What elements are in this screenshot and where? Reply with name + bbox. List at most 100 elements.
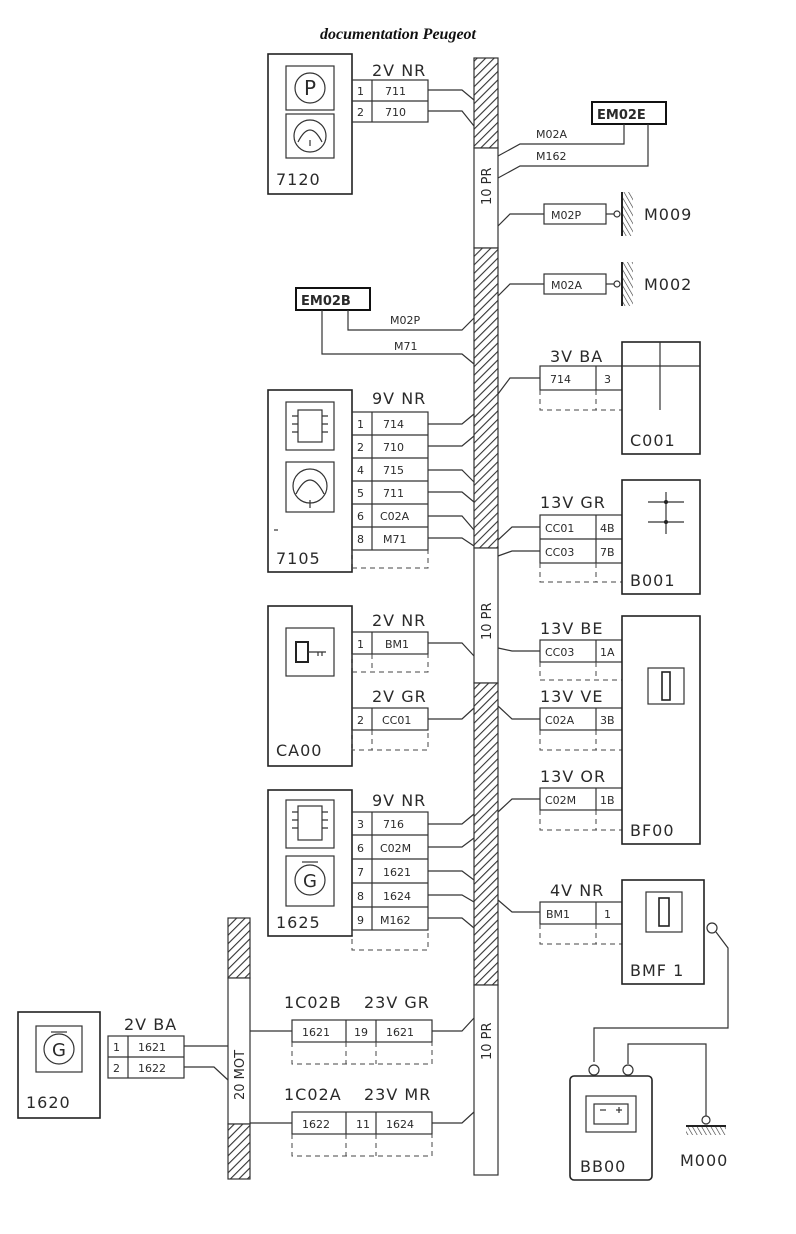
pin-number: 3 bbox=[604, 373, 611, 386]
component-id: BF00 bbox=[630, 821, 675, 840]
main-harness-label-top: 10 PR bbox=[480, 167, 495, 205]
component-id: BB00 bbox=[580, 1157, 626, 1176]
component-id: M002 bbox=[644, 275, 692, 294]
component-id: M000 bbox=[680, 1151, 728, 1170]
pin-number: 2 bbox=[113, 1062, 120, 1075]
generator-icon: G bbox=[303, 871, 317, 892]
wire-number: M162 bbox=[380, 914, 411, 927]
main-harness-label-mid: 10 PR bbox=[480, 602, 495, 640]
connector-label: 13V BE bbox=[540, 619, 603, 638]
wire-number: C02M bbox=[380, 842, 411, 855]
pin-number: 1 bbox=[357, 85, 364, 98]
wire-number: 1621 bbox=[302, 1026, 330, 1039]
component-7120: P 7120 2V NR 1 711 2 710 bbox=[267, 53, 475, 195]
wire-number: 1621 bbox=[386, 1026, 414, 1039]
component-id: 7120 bbox=[276, 170, 321, 189]
pin-number: 1 bbox=[113, 1041, 120, 1054]
connector-label: 13V VE bbox=[540, 687, 603, 706]
switch-icon bbox=[664, 520, 668, 524]
connector-label: 2V NR bbox=[372, 61, 426, 80]
component-c001: 3V BA 714 3 C001 bbox=[497, 341, 701, 455]
wire-number: 711 bbox=[383, 487, 404, 500]
connector-label: 23V GR bbox=[364, 993, 430, 1012]
component-b001: 13V GR CC01 4B CC03 7B B001 bbox=[497, 479, 701, 595]
battery-icon bbox=[593, 1103, 629, 1125]
pin-number: 5 bbox=[357, 487, 364, 500]
component-ca00: CA00 2V NR 1 BM1 2V GR 2 CC01 bbox=[267, 605, 475, 767]
wire-number: 1621 bbox=[138, 1041, 166, 1054]
wire-number: C02A bbox=[380, 510, 410, 523]
component-em02b: EM02B M02P M71 bbox=[295, 287, 475, 365]
main-harness-label-bottom: 10 PR bbox=[480, 1022, 495, 1060]
pin-number: 9 bbox=[357, 914, 364, 927]
mot-harness-label: 20 MOT bbox=[233, 1050, 248, 1100]
wire-number: 1622 bbox=[138, 1062, 166, 1075]
wire-number: CC01 bbox=[545, 522, 574, 535]
wire-label: M02P bbox=[551, 209, 581, 222]
fuse-icon bbox=[658, 897, 670, 927]
ecu-chip-icon bbox=[292, 811, 328, 829]
pin-number: 7 bbox=[357, 866, 364, 879]
wire-number: 710 bbox=[385, 106, 406, 119]
pin-number: 1 bbox=[357, 418, 364, 431]
key-icon bbox=[308, 651, 326, 656]
connector-id: 1C02A bbox=[284, 1085, 342, 1104]
pin-number: 19 bbox=[354, 1026, 368, 1039]
component-id: 7105 bbox=[276, 549, 321, 568]
document-title: documentation Peugeot bbox=[320, 26, 476, 43]
wire-label: M02A bbox=[551, 279, 582, 292]
wire-number: BM1 bbox=[546, 908, 570, 921]
component-id: C001 bbox=[630, 431, 676, 450]
connector-label: 9V NR bbox=[372, 389, 426, 408]
gauge-icon bbox=[295, 479, 325, 495]
component-id: BMF 1 bbox=[630, 961, 684, 980]
wire-number: BM1 bbox=[385, 638, 409, 651]
component-id: CA00 bbox=[276, 741, 322, 760]
component-id: EM02E bbox=[597, 108, 646, 123]
wire-number: CC03 bbox=[545, 646, 574, 659]
wire-number: M71 bbox=[383, 533, 407, 546]
ground-m002: M02A M002 bbox=[497, 262, 692, 306]
wire-number: C02M bbox=[545, 794, 576, 807]
pin-number: 6 bbox=[357, 842, 364, 855]
wire-number: 716 bbox=[383, 818, 404, 831]
connector-1c02b: 1C02B 23V GR 1621 19 1621 bbox=[250, 993, 475, 1065]
connector-label: 2V NR bbox=[372, 611, 426, 630]
pin-number: 4 bbox=[357, 464, 364, 477]
wire-label: M162 bbox=[536, 150, 567, 163]
component-1620: G 1620 2V BA 1 1621 2 1622 bbox=[17, 1011, 229, 1119]
wire-label: M02P bbox=[390, 314, 420, 327]
pin-number: 6 bbox=[357, 510, 364, 523]
wire-label: M02A bbox=[536, 128, 567, 141]
connector-label: 2V BA bbox=[124, 1015, 177, 1034]
wire-number: 710 bbox=[383, 441, 404, 454]
pin-number: 3 bbox=[357, 818, 364, 831]
component-id: M009 bbox=[644, 205, 692, 224]
pin-number: 11 bbox=[356, 1118, 370, 1131]
pin-number: 2 bbox=[357, 106, 364, 119]
pin-number: 2 bbox=[357, 714, 364, 727]
mot-harness: 20 MOT bbox=[227, 917, 251, 1180]
fuse-icon bbox=[661, 671, 671, 701]
connector-1c02a: 1C02A 23V MR 1622 11 1624 bbox=[250, 1085, 475, 1157]
pin-number: 3B bbox=[600, 714, 615, 727]
component-id: B001 bbox=[630, 571, 676, 590]
connector-label: 13V OR bbox=[540, 767, 606, 786]
connector-label: 23V MR bbox=[364, 1085, 431, 1104]
connector-label: 4V NR bbox=[550, 881, 604, 900]
ground-m009: M02P M009 bbox=[497, 192, 692, 236]
pin-number: 4B bbox=[600, 522, 615, 535]
connector-label: 3V BA bbox=[550, 347, 603, 366]
component-id: 1620 bbox=[26, 1093, 71, 1112]
connector-label: 13V GR bbox=[540, 493, 606, 512]
pin-number: 1B bbox=[600, 794, 615, 807]
wire-label: M71 bbox=[394, 340, 418, 353]
pin-number: 1 bbox=[604, 908, 611, 921]
wire-number: C02A bbox=[545, 714, 575, 727]
wire-number: 1624 bbox=[383, 890, 411, 903]
component-em02e: EM02E M02A M162 bbox=[497, 101, 667, 179]
wire-number: 711 bbox=[385, 85, 406, 98]
pin-number: 1A bbox=[600, 646, 615, 659]
component-1625: G 1625 9V NR 3 716 6 C02M 7 1621 8 1624 … bbox=[267, 789, 475, 951]
